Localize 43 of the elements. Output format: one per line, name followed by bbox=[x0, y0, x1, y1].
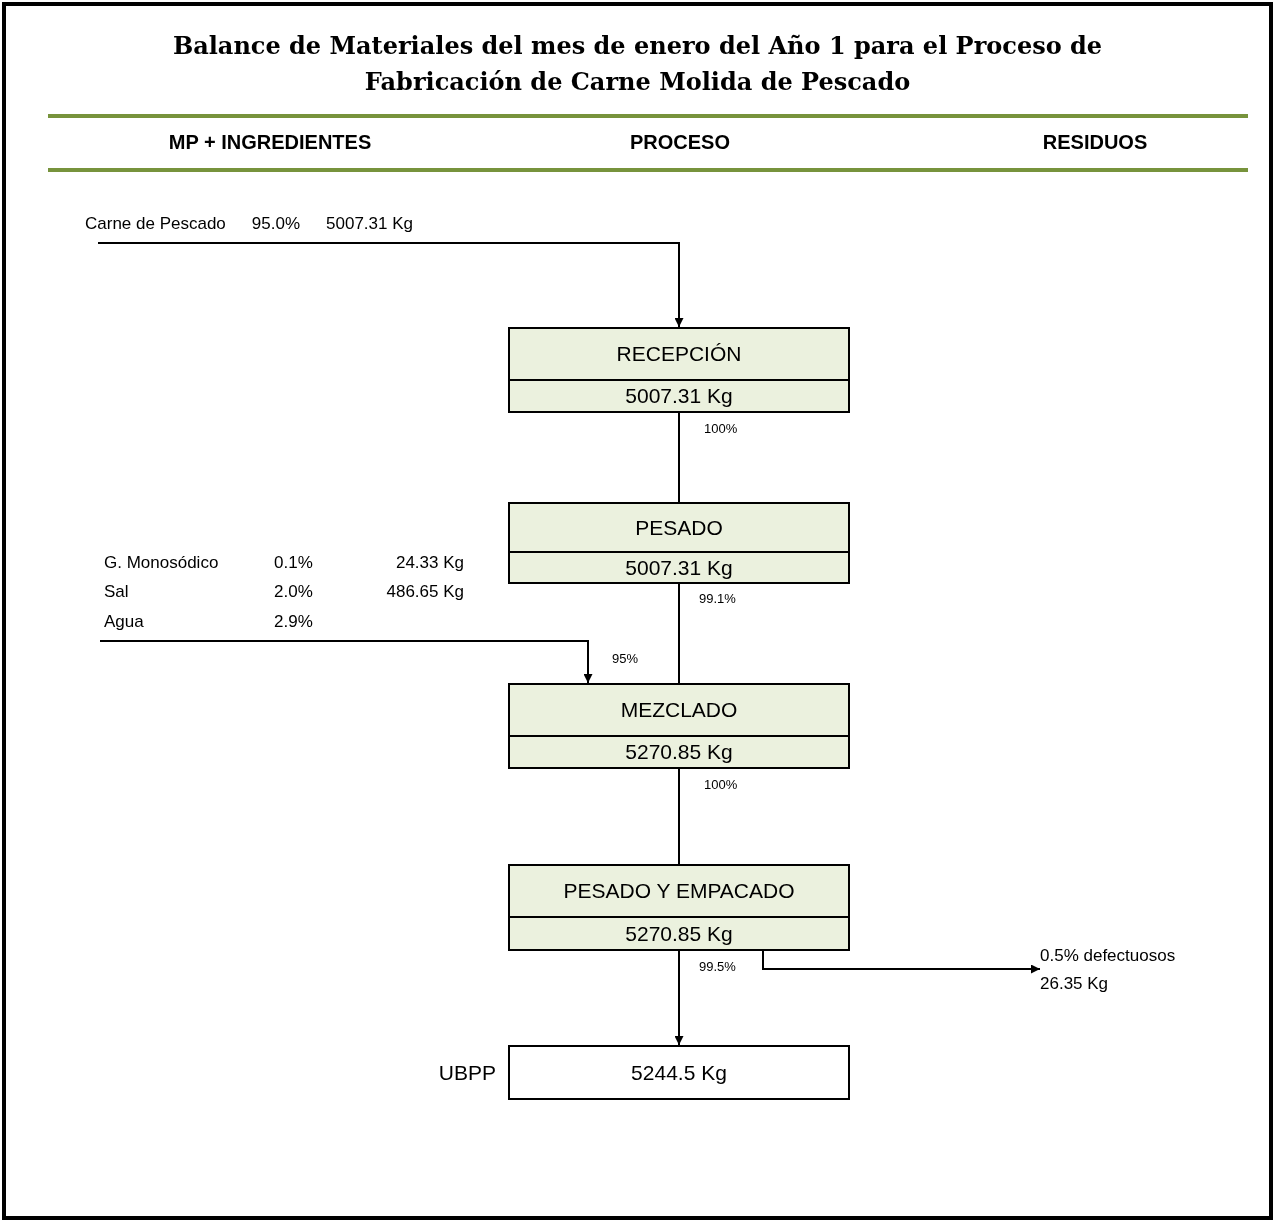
flow-line bbox=[678, 583, 680, 684]
edge-label: 100% bbox=[704, 421, 738, 436]
column-heading: PROCESO bbox=[629, 131, 731, 154]
flow-arrow bbox=[762, 950, 1041, 974]
process-box bbox=[508, 502, 850, 584]
ingredient-name: G. Monosódico bbox=[104, 552, 220, 574]
weight-value: 5007.31 Kg bbox=[326, 214, 413, 234]
step-name: RECEPCIÓN bbox=[615, 340, 743, 367]
weight-value: 5270.85 Kg bbox=[510, 734, 848, 767]
ingredient-name: Sal bbox=[104, 581, 130, 604]
edge-label: 99.5% bbox=[699, 959, 736, 974]
weight-value: 5244.5 Kg bbox=[630, 1059, 728, 1086]
flow-line bbox=[678, 412, 680, 503]
weight-value: 5007.31 Kg bbox=[510, 551, 848, 582]
column-heading: RESIDUOS bbox=[1041, 131, 1149, 154]
percentage: 95.0% bbox=[251, 214, 301, 234]
process-box bbox=[508, 864, 850, 951]
diagram-title: Balance de Materiales del mes de enero del Año 1 para el Proceso de Fabricación de Carne Molida de Pescado bbox=[171, 30, 1104, 98]
percentage: 2.0% bbox=[274, 581, 314, 604]
flow-arrow bbox=[674, 950, 684, 1046]
ingredient-name: Agua bbox=[104, 610, 145, 633]
step-name: PESADO bbox=[634, 514, 724, 541]
weight-value: 24.33 Kg bbox=[394, 552, 464, 574]
weight-value: 486.65 Kg bbox=[385, 581, 464, 604]
percentage: 2.9% bbox=[274, 610, 314, 633]
percentage: 0.1% bbox=[274, 552, 314, 574]
edge-label: 95% bbox=[612, 651, 639, 666]
step-name: MEZCLADO bbox=[619, 696, 739, 723]
waste-label: 0.5% defectuosos bbox=[1040, 945, 1177, 967]
process-box bbox=[508, 683, 850, 769]
flow-line bbox=[678, 768, 680, 865]
step-name: PESADO Y EMPACADO bbox=[562, 878, 796, 905]
flow-arrow bbox=[97, 242, 684, 328]
weight-value: 5270.85 Kg bbox=[510, 916, 848, 949]
column-heading: MP + INGREDIENTES bbox=[167, 131, 373, 154]
material-name: Carne de Pescado bbox=[85, 214, 226, 234]
flow-arrow bbox=[99, 640, 593, 684]
edge-label: 100% bbox=[704, 777, 738, 792]
waste-label: 26.35 Kg bbox=[1040, 973, 1110, 995]
output-label: UBPP bbox=[438, 1060, 496, 1085]
process-box bbox=[508, 327, 850, 413]
edge-label: 99.1% bbox=[699, 591, 736, 606]
weight-value: 5007.31 Kg bbox=[510, 378, 848, 411]
